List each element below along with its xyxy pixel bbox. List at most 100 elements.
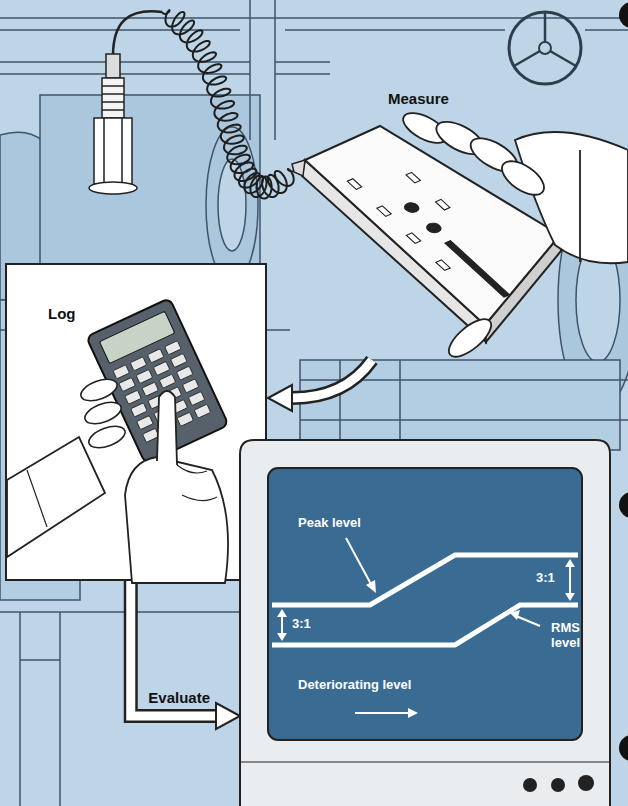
accelerometer-sensor [89, 11, 162, 194]
monitor-screen-outline [277, 609, 287, 617]
accelerometer-sensor [104, 118, 122, 184]
monitor-screen-outline [565, 593, 575, 601]
log-panel-outline [82, 398, 124, 428]
monitor-screen-outline [578, 775, 594, 791]
accelerometer-sensor [102, 78, 124, 118]
binder-hole [619, 735, 628, 761]
log-panel-outline [7, 265, 265, 579]
vibration-meter [347, 179, 361, 190]
handwheel [539, 42, 551, 54]
step-heading: Log [48, 305, 76, 322]
log-panel-outline [171, 353, 187, 367]
ratio-label: 3:1 [292, 617, 311, 632]
binder-hole [619, 492, 628, 518]
monitor-screen-outline [523, 778, 537, 792]
monitor-screen-outline [510, 610, 520, 620]
monitor-screen-outline [569, 562, 571, 598]
monitor-screen-outline [272, 555, 578, 605]
machine-body [300, 360, 620, 450]
hand [399, 107, 628, 363]
monitor-screen-outline [366, 580, 376, 593]
log-panel-outline [113, 365, 129, 379]
log-panel-outline [130, 357, 146, 371]
monitor-screen-outline [565, 559, 575, 567]
log-panel-outline [125, 457, 228, 583]
accelerometer-sensor [102, 86, 124, 110]
log-panel: Log [5, 263, 267, 581]
curve-label: RMS level [530, 621, 580, 651]
vibration-meter [406, 233, 420, 244]
log-panel-outline [157, 391, 177, 465]
flow-arrow [268, 385, 292, 411]
log-panel-outline [86, 422, 128, 452]
log-panel-outline [131, 403, 147, 417]
monitor-screen-outline [346, 538, 372, 586]
vibration-meter [445, 241, 510, 298]
monitor-screen-outline [277, 633, 287, 641]
log-panel-outline [177, 465, 217, 501]
log-panel-outline [78, 375, 120, 405]
monitor-screen-outline [355, 712, 410, 714]
binder-hole [619, 2, 628, 761]
ratio-label: 3:1 [536, 571, 555, 586]
flow-arrow [292, 360, 372, 398]
step-label: Evaluate [148, 689, 210, 706]
vibration-meter [424, 221, 444, 234]
log-panel-outline [119, 378, 135, 392]
vibration-meter [347, 159, 533, 306]
log-panel-outline [176, 366, 192, 380]
log-panel-outline [99, 311, 174, 363]
log-panel-outline [177, 412, 193, 426]
log-panel-outline [194, 404, 210, 418]
log-panel-outline [125, 390, 141, 404]
log-panel-outline [165, 341, 181, 355]
monitor-screen-outline [516, 616, 540, 626]
vibration-meter [436, 199, 450, 210]
handwheel [514, 12, 576, 66]
accelerometer-sensor [113, 11, 162, 56]
monitor-screen-outline [240, 440, 610, 806]
coiled-cable [162, 10, 296, 198]
log-panel-outline [147, 349, 163, 363]
log-panel-outline [136, 369, 152, 383]
flow-arrow [268, 360, 372, 411]
coiled-cable [162, 10, 296, 198]
pipework [0, 18, 628, 30]
log-panel-outline [182, 379, 198, 393]
hand [443, 313, 497, 363]
accelerometer-sensor [89, 182, 137, 194]
step-label: Measure [388, 90, 449, 107]
vibration-meter [377, 206, 391, 217]
log-panel-outline [137, 416, 153, 430]
monitor-screen-outline [408, 708, 418, 718]
vibration-meter [292, 160, 305, 176]
log-panel-outline [142, 382, 158, 396]
monitor-screen-outline [268, 468, 582, 740]
log-panel-outline [153, 361, 169, 375]
arrow-head [216, 703, 240, 729]
monitor-screen: Peak level3:13:1RMS levelDeteriorating l… [240, 440, 610, 806]
monitor-screen-outline [551, 778, 565, 792]
log-panel-outline [7, 437, 105, 557]
pipework [0, 62, 330, 74]
log-panel-outline [159, 374, 175, 388]
arrow-band [131, 581, 218, 716]
flow-arrow [131, 581, 240, 729]
handwheel [509, 12, 581, 84]
pipework [250, 0, 275, 140]
accelerometer-sensor [94, 118, 132, 184]
hand [515, 132, 628, 263]
hand [496, 155, 549, 202]
binder-hole [619, 2, 628, 28]
pipework [300, 360, 628, 450]
vibration-meter [406, 172, 420, 183]
arrow-band [131, 581, 218, 716]
monitor-screen-outline [272, 605, 578, 645]
monitor-screen-outline [240, 761, 610, 762]
log-panel-outline [143, 428, 159, 442]
axis-label: Deteriorating level [298, 678, 411, 693]
vibration-meter [436, 260, 450, 271]
curve-label: Peak level [298, 516, 361, 531]
